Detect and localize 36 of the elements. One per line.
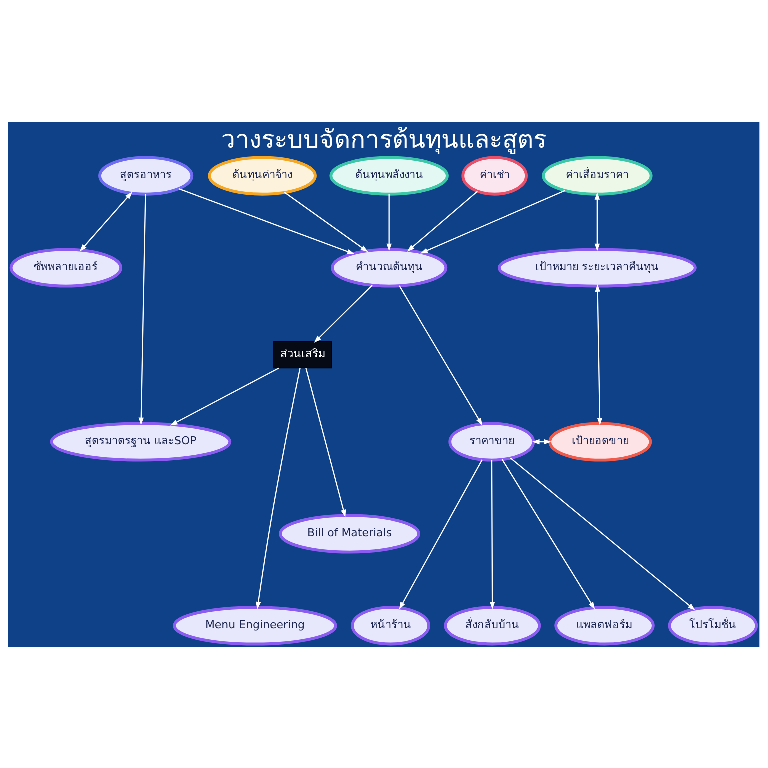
node-ellipse: Menu Engineering — [173, 606, 338, 646]
arrow — [490, 460, 496, 610]
arrow — [178, 188, 355, 254]
arrow — [502, 458, 596, 610]
arrow — [510, 457, 696, 610]
arrow — [595, 284, 603, 426]
arrow — [138, 194, 146, 425]
diagram-title: วางระบบจัดการต้นทุนและสูตร — [222, 124, 547, 154]
node-ellipse: สั่งกลับบ้าน — [444, 606, 542, 646]
node-ellipse: ต้นทุนค่าจ้าง — [208, 156, 317, 196]
arrow — [306, 368, 346, 517]
node-ellipse: ค่าเสื่อมราคา — [542, 156, 653, 196]
node-box: ส่วนเสริม — [274, 340, 332, 368]
arrow — [80, 192, 133, 252]
arrow — [594, 192, 600, 251]
node-ellipse: ราคาขาย — [448, 422, 536, 462]
arrow — [284, 192, 368, 252]
node-ellipse: สูตรอาหาร — [98, 156, 194, 196]
arrow — [256, 368, 301, 609]
node-ellipse: เป้าหมาย ระยะเวลาคืนทุน — [498, 248, 697, 288]
node-ellipse: หน้าร้าน — [351, 606, 430, 646]
node-ellipse: สูตรมาตรฐาน และSOP — [50, 422, 232, 462]
node-ellipse: แพลตฟอร์ม — [554, 606, 655, 646]
node-ellipse: ค่าเช่า — [462, 156, 528, 196]
arrow — [407, 190, 478, 252]
node-ellipse: เป้ายอดขาย — [548, 422, 652, 462]
node-ellipse: ต้นทุนพลังงาน — [330, 156, 449, 196]
arrow — [170, 367, 280, 426]
arrow — [399, 285, 483, 426]
node-ellipse: ซัพพลายเออร์ — [10, 248, 123, 288]
node-ellipse: Bill of Materials — [279, 514, 420, 554]
node-ellipse: โปรโมชั่น — [668, 606, 758, 646]
arrow — [420, 190, 566, 254]
arrow — [399, 459, 483, 610]
arrow — [386, 194, 392, 251]
arrow — [314, 284, 373, 343]
